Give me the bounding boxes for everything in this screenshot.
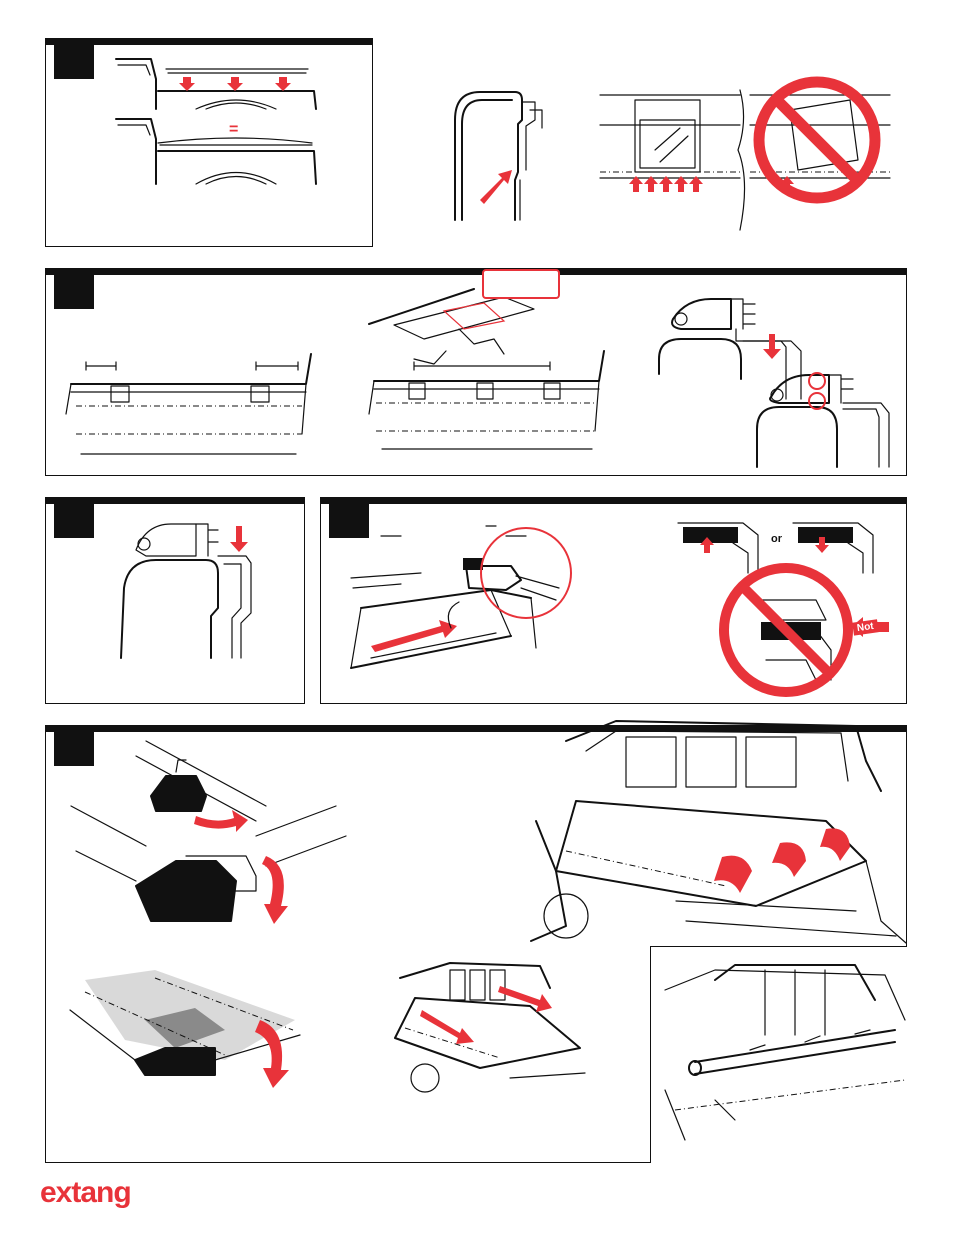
step3-rail-mount-illustration bbox=[46, 498, 306, 698]
step4-tension-adjust-illustration bbox=[331, 518, 591, 698]
step2-bed-two-clamps-illustration bbox=[66, 344, 326, 464]
step2-bed-three-clamps-illustration bbox=[364, 269, 624, 469]
step2-panel bbox=[45, 268, 907, 476]
wrong-placement-prohibited-illustration bbox=[740, 80, 900, 230]
step5-fold-cover-illustration bbox=[65, 960, 305, 1090]
prohibited-sign-icon bbox=[759, 82, 875, 198]
step4-panel: or Not bbox=[320, 497, 907, 704]
prohibited-sign-icon bbox=[724, 568, 848, 692]
rail-cross-section-illustration bbox=[440, 80, 560, 230]
step5-panel bbox=[45, 725, 907, 947]
step5-end-cap-rotate-illustration bbox=[66, 736, 366, 936]
section-push-arrow-icon bbox=[480, 170, 512, 204]
step2-callout-box bbox=[482, 269, 560, 299]
step4-or-label: or bbox=[771, 533, 782, 545]
step4-wrong-pinch-prohibited-illustration bbox=[716, 560, 856, 700]
step5-rolled-cover-illustration bbox=[655, 950, 915, 1160]
step5-truck-cover-width-illustration bbox=[390, 958, 590, 1098]
step2-clamp-installed-illustration bbox=[751, 357, 931, 477]
correct-placement-illustration bbox=[600, 80, 760, 230]
step3-panel bbox=[45, 497, 305, 704]
step2-number-box bbox=[54, 269, 94, 309]
brand-logo: extang bbox=[40, 1176, 131, 1210]
step1-truck-side-illustration bbox=[46, 39, 374, 248]
step5-truck-rear-tonneau-illustration bbox=[526, 721, 906, 943]
step1-down-arrows bbox=[179, 77, 291, 91]
step1-panel: = bbox=[45, 38, 373, 247]
step5-panel-divider bbox=[651, 946, 907, 947]
step1-equal-sign: = bbox=[229, 121, 238, 139]
step4-header-bar bbox=[321, 498, 906, 504]
